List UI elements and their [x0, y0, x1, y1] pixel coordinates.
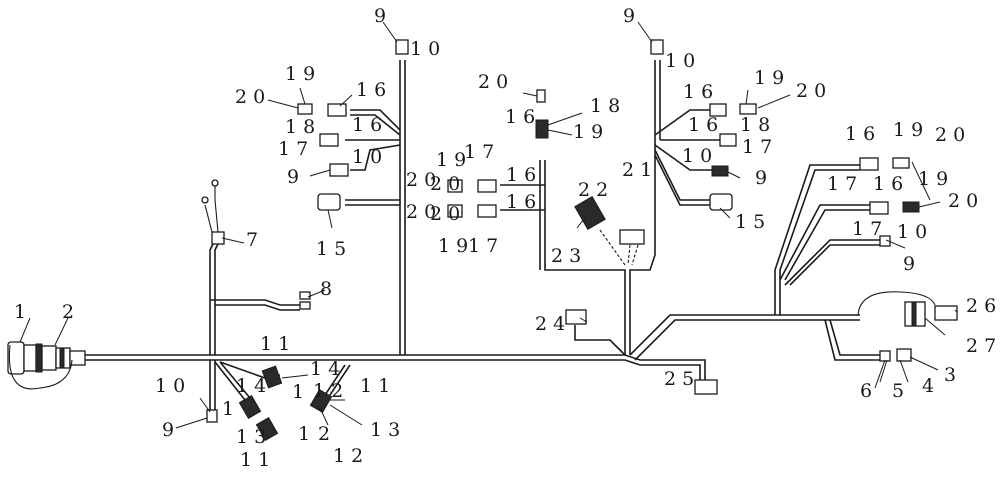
callout-25: 25 — [664, 368, 700, 390]
callout-9-a: 9 — [287, 166, 305, 188]
callout-16-e: 16 — [506, 191, 542, 213]
callout-11-b: 11 — [360, 375, 396, 397]
callout-4: 4 — [922, 375, 940, 397]
callout-1: 1 — [14, 301, 32, 323]
callout-9-top-left: 9 — [374, 5, 392, 27]
callout-20-e: 20 — [430, 173, 466, 195]
callout-10-d: 10 — [155, 375, 191, 397]
callout-20-d: 20 — [478, 71, 514, 93]
callout-20-i: 20 — [948, 190, 984, 212]
callout-10-top-left: 10 — [410, 38, 446, 60]
callout-1-small: 1 — [292, 381, 310, 403]
callout-17-b: 17 — [464, 141, 500, 163]
callout-20-b: 20 — [406, 169, 442, 191]
callout-19-c: 19 — [436, 149, 472, 171]
callout-11-c: 11 — [240, 449, 276, 471]
callout-22: 22 — [578, 179, 614, 201]
callout-20-h: 20 — [935, 124, 971, 146]
callout-10-c: 10 — [897, 221, 933, 243]
callout-16-f: 16 — [683, 81, 719, 103]
callout-10-top-right: 10 — [665, 50, 701, 72]
callout-17-e: 17 — [827, 173, 863, 195]
callout-20-c: 20 — [406, 201, 442, 223]
callout-17-a: 17 — [278, 138, 314, 160]
callout-12-b: 12 — [333, 445, 369, 467]
center-branch — [447, 89, 656, 355]
callout-2: 2 — [62, 301, 80, 323]
callout-19-f: 19 — [893, 119, 929, 141]
callout-9-d: 9 — [162, 419, 180, 441]
callout-18-c: 18 — [740, 114, 776, 136]
callout-1-left: 1 — [222, 398, 240, 420]
callout-10-b: 10 — [682, 145, 718, 167]
callout-18-a: 18 — [285, 116, 321, 138]
callout-13-a: 13 — [236, 426, 272, 448]
callout-9-b: 9 — [755, 167, 773, 189]
callout-19-d: 19 — [438, 235, 474, 257]
leader-lines — [19, 21, 958, 429]
callout-13-b: 13 — [370, 419, 406, 441]
upper-left-branch — [297, 39, 409, 355]
callout-1-right: 1 — [298, 423, 316, 445]
callout-19-g: 19 — [918, 168, 954, 190]
callout-5: 5 — [892, 380, 910, 402]
callout-7: 7 — [246, 229, 264, 251]
callout-26: 26 — [966, 295, 1000, 317]
main-trunk — [85, 354, 706, 380]
callout-16-i: 16 — [873, 173, 909, 195]
right-branch — [629, 157, 958, 362]
callout-19-b: 19 — [573, 121, 609, 143]
callout-16-h: 16 — [845, 123, 881, 145]
callout-6: 6 — [860, 380, 878, 402]
callout-15-b: 15 — [735, 211, 771, 233]
left-branch — [201, 179, 311, 355]
callout-20-f: 20 — [430, 203, 466, 225]
callout-9-top-right: 9 — [623, 5, 641, 27]
callout-16-a: 16 — [356, 79, 392, 101]
callout-17-c: 17 — [468, 235, 504, 257]
lower-left-branch — [206, 360, 351, 441]
callout-labels: 1 2 3 4 5 6 7 8 9 10 9 10 19 20 16 18 16… — [14, 5, 1000, 471]
callout-2-small: 2 — [318, 423, 336, 445]
callout-15-a: 15 — [316, 238, 352, 260]
callout-16-g: 16 — [688, 114, 724, 136]
callout-17-f: 17 — [852, 218, 888, 240]
callout-19-e: 19 — [754, 67, 790, 89]
callout-8: 8 — [320, 278, 338, 300]
callout-3: 3 — [944, 364, 962, 386]
callout-9-c: 9 — [903, 253, 921, 275]
callout-20-g: 20 — [796, 80, 832, 102]
callout-20-a: 20 — [235, 86, 271, 108]
callout-14-b: 14 — [236, 375, 272, 397]
callout-18-b: 18 — [590, 95, 626, 117]
callout-11-a: 11 — [260, 333, 296, 355]
callout-21: 21 — [622, 159, 658, 181]
callout-16-b: 16 — [352, 114, 388, 136]
callout-10-a: 10 — [352, 146, 388, 168]
callout-24: 24 — [535, 313, 571, 335]
callout-23: 23 — [551, 245, 587, 267]
callout-16-d: 16 — [506, 164, 542, 186]
callout-19-a: 19 — [285, 63, 321, 85]
boxes — [565, 309, 718, 395]
callout-14-a: 14 — [310, 358, 346, 380]
callout-17-d: 17 — [742, 136, 778, 158]
callout-12-a: 12 — [313, 380, 349, 402]
upper-right-branch — [650, 39, 757, 211]
callout-27: 27 — [966, 335, 1000, 357]
callout-16-c: 16 — [505, 106, 541, 128]
main-connector — [7, 341, 86, 390]
